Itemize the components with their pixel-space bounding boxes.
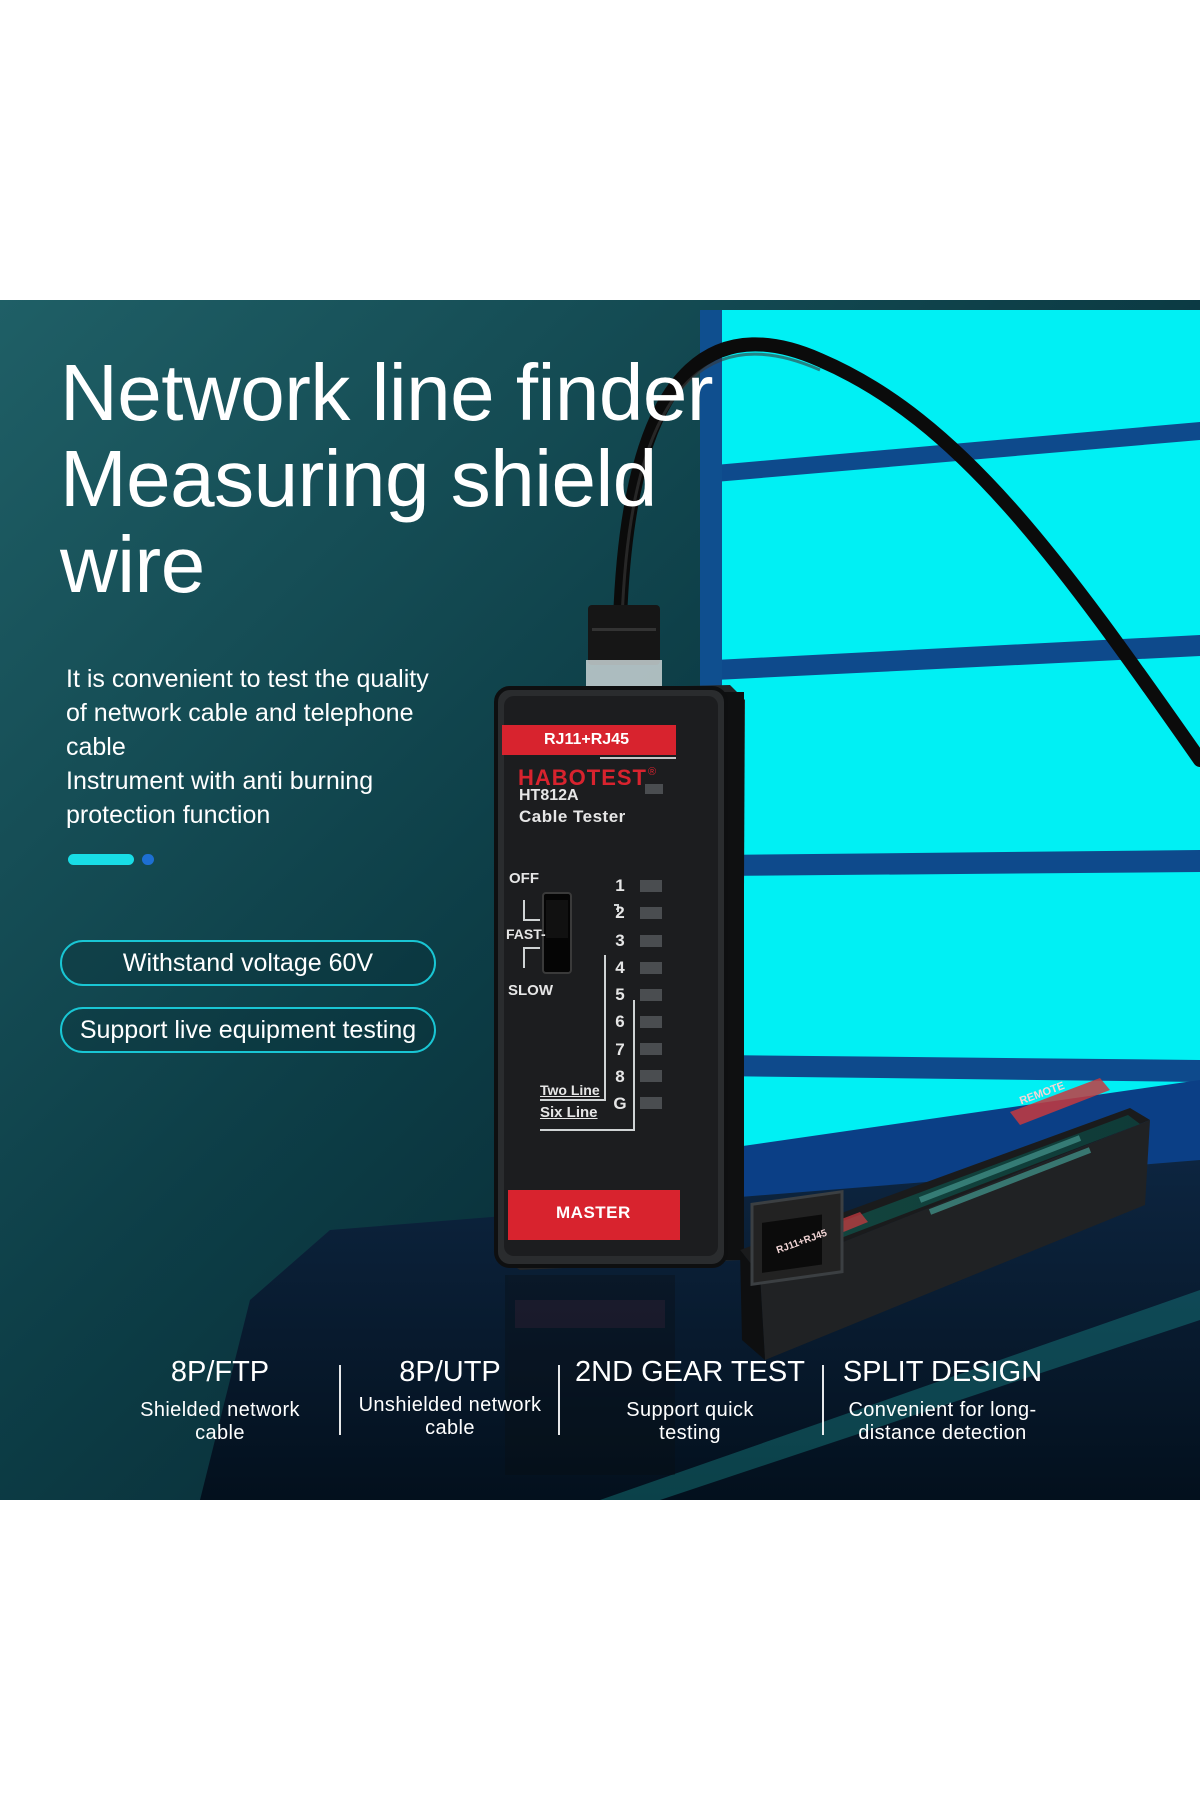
led-number: 6	[615, 1012, 625, 1032]
feature-description-line: Shielded network	[140, 1399, 300, 1421]
feature-description-line: cable	[195, 1422, 245, 1444]
feature-description: Convenient for long- distance detection	[830, 1399, 1055, 1445]
switch-label-fast: FAST-	[506, 926, 546, 942]
description-line: cable	[66, 733, 126, 761]
headline-line: Network line finder	[60, 348, 714, 437]
feature-description: Support quick testing	[565, 1399, 815, 1445]
feature-title: 2ND GEAR TEST	[575, 1356, 805, 1388]
feature-ftp: 8P/FTP Shielded network cable	[110, 1355, 330, 1445]
led-number-column: 1 2 3 4 5 6 7 8 G	[612, 872, 628, 1118]
led-number: G	[613, 1094, 627, 1114]
master-tester-device	[494, 685, 745, 1270]
switch-label-off: OFF	[509, 870, 539, 887]
description-line: protection function	[66, 801, 271, 829]
product-description: It is convenient to test the quality of …	[66, 662, 466, 832]
feature-description-line: Convenient for long-	[848, 1399, 1037, 1421]
feature-description-line: Unshielded network	[358, 1394, 542, 1416]
feature-description-line: cable	[425, 1417, 475, 1439]
device-port-label: RJ11+RJ45	[544, 731, 629, 748]
description-line: It is convenient to test the quality	[66, 665, 429, 693]
live-testing-badge: Support live equipment testing	[60, 1007, 436, 1053]
led-number: 8	[615, 1067, 625, 1087]
led-number: 4	[615, 957, 625, 977]
feature-title: 8P/UTP	[399, 1356, 501, 1388]
led-number: 7	[615, 1039, 625, 1059]
device-model: HT812A	[519, 787, 579, 804]
feature-divider	[822, 1365, 824, 1435]
carousel-dot[interactable]	[142, 854, 154, 865]
description-line: Instrument with anti burning	[66, 767, 374, 795]
description-line: of network cable and telephone	[66, 699, 414, 727]
feature-description-line: testing	[659, 1422, 721, 1444]
device-master-label: MASTER	[556, 1203, 631, 1222]
feature-utp: 8P/UTP Unshielded network cable	[340, 1355, 560, 1440]
led-number: 1	[615, 876, 625, 895]
mode-label-six-line: Six Line	[540, 1104, 598, 1121]
feature-description-line: distance detection	[858, 1422, 1027, 1444]
voltage-badge: Withstand voltage 60V	[60, 940, 436, 986]
feature-divider	[339, 1365, 341, 1435]
network-cable	[613, 337, 1200, 767]
carousel-dot-active[interactable]	[68, 854, 134, 865]
feature-description: Unshielded network cable	[340, 1394, 560, 1440]
led-number: 5	[615, 985, 625, 1005]
product-banner: RJ11+RJ45 HABOTEST ® HT812A Cable Tester…	[0, 300, 1200, 1500]
switch-label-slow: SLOW	[508, 982, 553, 999]
headline: Network line finder Measuring shield wir…	[60, 348, 714, 609]
device-brand-logo: HABOTEST	[518, 765, 647, 790]
headline-line: wire	[60, 520, 205, 609]
device-product-name: Cable Tester	[519, 807, 626, 826]
headline-line: Measuring shield	[60, 434, 657, 523]
feature-description: Shielded network cable	[110, 1399, 330, 1445]
feature-split-design: SPLIT DESIGN Convenient for long- distan…	[830, 1355, 1055, 1445]
feature-gear-test: 2ND GEAR TEST Support quick testing	[565, 1355, 815, 1445]
product-photo-scene	[0, 300, 1200, 1500]
remote-tester-device	[740, 1078, 1150, 1360]
led-number: 3	[615, 930, 625, 950]
feature-description-line: Support quick	[626, 1399, 754, 1421]
device-reflection	[505, 1275, 675, 1475]
mode-label-two-line: Two Line	[540, 1082, 600, 1098]
feature-title: 8P/FTP	[170, 1356, 270, 1388]
feature-divider	[558, 1365, 560, 1435]
rj45-plug	[586, 605, 662, 688]
device-registered-mark: ®	[648, 766, 657, 778]
led-number: 2	[615, 903, 625, 923]
feature-title: SPLIT DESIGN	[842, 1356, 1043, 1388]
